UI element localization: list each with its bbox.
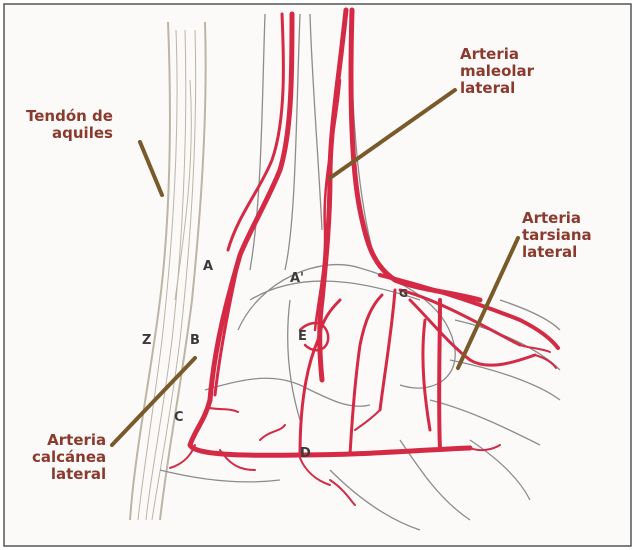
label-line: aquiles xyxy=(26,125,113,142)
label-line: tarsiana xyxy=(522,227,592,244)
marker-e: E xyxy=(298,330,307,343)
label-line: Arteria xyxy=(460,46,534,63)
marker-g: G xyxy=(399,287,408,300)
marker-a-prime: A' xyxy=(290,272,304,285)
label-line: lateral xyxy=(460,80,534,97)
label-line: Tendón de xyxy=(26,108,113,125)
label-malleolar-artery: Arteria maleolar lateral xyxy=(460,46,534,97)
marker-b: B xyxy=(190,334,200,347)
label-line: lateral xyxy=(522,244,592,261)
label-line: calcánea xyxy=(32,449,106,466)
label-tarsal-artery: Arteria tarsiana lateral xyxy=(522,210,592,261)
marker-d: D xyxy=(300,447,311,460)
label-line: maleolar xyxy=(460,63,534,80)
label-calcaneal-artery: Arteria calcánea lateral xyxy=(32,432,106,483)
label-line: Arteria xyxy=(32,432,106,449)
marker-c: C xyxy=(174,411,184,424)
label-line: lateral xyxy=(32,466,106,483)
marker-a: A xyxy=(203,260,213,273)
label-achilles-tendon: Tendón de aquiles xyxy=(26,108,113,142)
marker-z: Z xyxy=(142,334,151,347)
label-line: Arteria xyxy=(522,210,592,227)
